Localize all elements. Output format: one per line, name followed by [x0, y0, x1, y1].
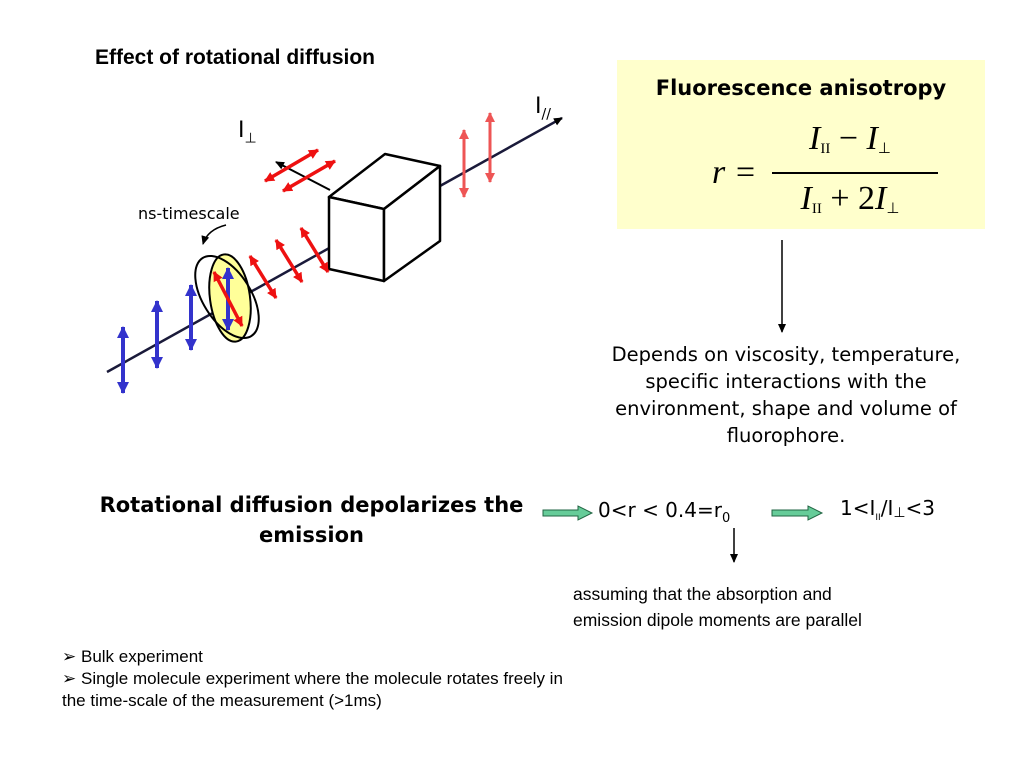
label-ns-timescale: ns-timescale	[138, 204, 240, 223]
ns-timescale-curved-arrow	[201, 224, 227, 245]
fluorophore-red-dipole	[212, 271, 244, 327]
rotational-diffusion-statement: Rotational diffusion depolarizes the emi…	[99, 493, 524, 547]
label-i-perpendicular: I⊥	[238, 118, 257, 147]
optical-axis-exit-line	[439, 116, 563, 188]
bullet-item-single-molecule: ➢ Single molecule experiment where the m…	[62, 669, 563, 688]
anisotropy-title: Fluorescence anisotropy	[655, 76, 947, 100]
perpendicular-direction-arrow	[275, 161, 331, 191]
green-arrow-2	[771, 505, 824, 521]
formula-numerator: III − I⊥	[809, 120, 891, 157]
label-i-parallel: I//	[535, 94, 551, 123]
bullet-item-bulk: ➢ Bulk experiment	[62, 647, 203, 666]
formula-fraction-bar	[772, 172, 938, 174]
green-arrows	[542, 505, 824, 521]
polarizer-cube	[327, 152, 442, 283]
formula-denominator: III + 2I⊥	[800, 180, 900, 217]
green-arrow-1	[542, 505, 594, 521]
red-arrow-1	[248, 255, 278, 299]
red-arrow-perp-2	[282, 159, 336, 193]
slide-title: Effect of rotational diffusion	[95, 46, 375, 69]
formula-lhs: r =	[712, 154, 757, 191]
bullet-item-single-molecule-cont: the time-scale of the measurement (>1ms)	[62, 691, 382, 710]
red-arrow-3	[299, 227, 330, 273]
emission-polarization-arrows	[248, 148, 336, 299]
red-arrow-2	[274, 239, 304, 283]
anisotropy-range: 0<r < 0.4=r0	[598, 498, 731, 526]
fluorophore-rotation-orbit	[194, 254, 260, 340]
assumption-text: assuming that the absorption and emissio…	[573, 584, 862, 630]
anisotropy-box	[617, 60, 985, 229]
excitation-polarization-arrows	[117, 284, 197, 394]
depends-text: Depends on viscosity, temperature, speci…	[611, 343, 961, 447]
parallel-polarization-arrows	[459, 112, 495, 198]
intensity-ratio: 1<III/I⊥<3	[840, 496, 936, 523]
bullet-list: ➢ Bulk experiment ➢ Single molecule expe…	[62, 646, 563, 712]
